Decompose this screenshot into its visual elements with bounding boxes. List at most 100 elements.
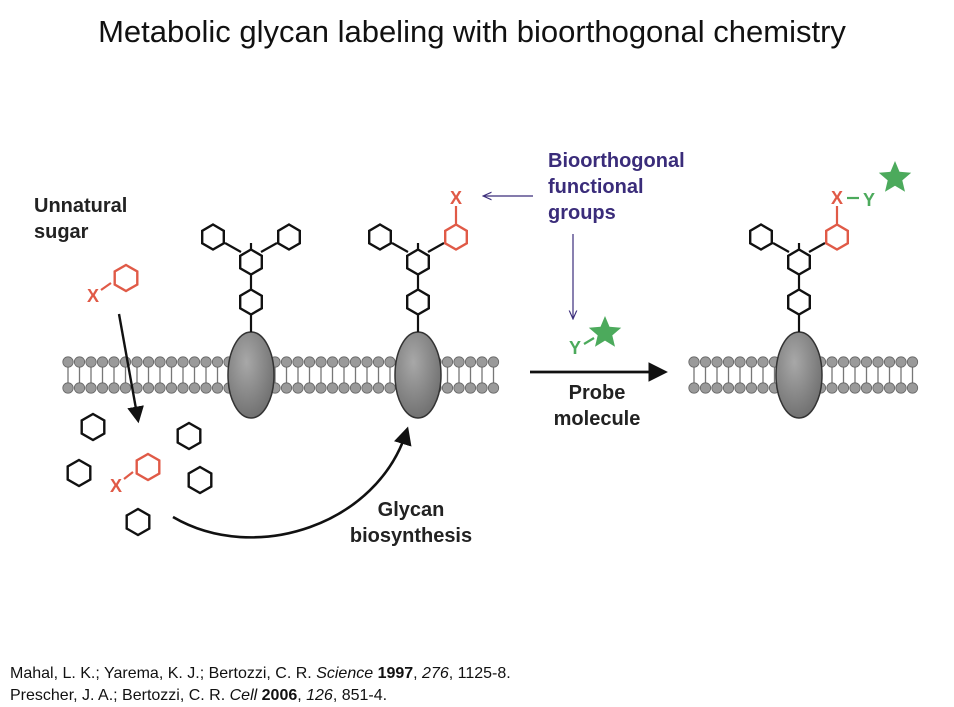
x-marker: X: [110, 476, 122, 496]
lipid-head: [826, 382, 838, 394]
lipid-head: [165, 382, 178, 394]
lipid-head: [372, 356, 385, 368]
lipid-head: [734, 356, 746, 368]
bond-line: [772, 242, 790, 253]
lipid-head: [177, 356, 189, 368]
free-sugar-hexagon: [187, 465, 213, 495]
sugar-hexagon: [787, 288, 811, 316]
lipid-head: [895, 356, 907, 368]
glycan-tree: [200, 223, 301, 332]
lipid-head: [837, 382, 850, 394]
lipid-head: [464, 356, 477, 368]
free-sugar-hexagon: [66, 458, 92, 488]
lipid-head: [453, 382, 465, 394]
lipid-head: [292, 382, 304, 394]
lipid-head: [315, 356, 327, 368]
lipid-head: [860, 356, 873, 368]
lipid-head: [142, 356, 155, 368]
unnatural-sugar-hexagon: [135, 452, 161, 482]
process-arrows: [117, 196, 668, 539]
sugar-hexagon: [277, 223, 301, 251]
y-marker: Y: [863, 190, 875, 210]
lipid-head: [688, 356, 700, 368]
lipid-head: [688, 382, 700, 394]
lipid-head: [384, 382, 396, 394]
lipid-head: [826, 356, 838, 368]
lipid-head: [860, 382, 873, 394]
lipid-head: [699, 356, 712, 368]
unnatural-sugar-hexagon: [444, 223, 468, 251]
lipid-head: [711, 356, 723, 368]
lipid-head: [487, 356, 500, 368]
biosynthesis-arrow: [172, 426, 412, 539]
lipid-head: [361, 356, 373, 368]
lipid-head: [372, 382, 385, 394]
membrane-protein: [394, 331, 442, 419]
lipid-head: [200, 382, 212, 394]
free-sugar-hexagon: [80, 412, 106, 442]
references: Mahal, L. K.; Yarema, K. J.; Bertozzi, C…: [10, 663, 511, 707]
lipid-head: [85, 382, 97, 394]
lipid-head: [326, 356, 339, 368]
sugar-hexagon: [787, 248, 811, 276]
lipid-head: [177, 382, 189, 394]
bond-line: [808, 242, 826, 253]
sugar-hexagon: [238, 288, 263, 316]
probe-star: [588, 316, 622, 347]
lipid-head: [108, 382, 120, 394]
lipid-head: [745, 356, 758, 368]
x-marker: X: [450, 188, 462, 208]
lipid-head: [292, 356, 304, 368]
bond-line: [260, 242, 278, 253]
reference-2: Prescher, J. A.; Bertozzi, C. R. Cell 20…: [10, 687, 388, 704]
sugar-hexagon: [406, 288, 430, 316]
lipid-head: [384, 356, 396, 368]
lipid-head: [872, 382, 884, 394]
lipid-head: [131, 356, 143, 368]
lipid-head: [441, 382, 454, 394]
glycan-tree: [368, 223, 468, 332]
glycan-biosynthesis-label: Glycan biosynthesis: [349, 499, 473, 547]
probe-y-marker: Y: [569, 338, 581, 358]
lipid-head: [211, 356, 224, 368]
lipid-head: [849, 356, 861, 368]
membrane-proteins: [227, 331, 823, 419]
sugar-hexagon: [368, 223, 392, 251]
lipid-head: [96, 356, 109, 368]
lipid-head: [280, 382, 293, 394]
lipid-head: [349, 382, 362, 394]
lipid-head: [906, 382, 919, 394]
lipid-head: [211, 382, 224, 394]
lipid-head: [142, 382, 155, 394]
sugar-hexagon: [406, 248, 430, 276]
bond-line: [224, 242, 242, 253]
lipid-head: [154, 356, 166, 368]
lipid-head: [165, 356, 178, 368]
glycan-trees: [200, 223, 849, 332]
sugar-hexagon: [238, 248, 263, 276]
lipid-head: [280, 356, 293, 368]
free-sugar-hexagon: [176, 421, 202, 451]
bioorthogonal-groups-label: Bioorthogonal functional groups: [548, 150, 685, 224]
reference-1: Mahal, L. K.; Yarema, K. J.; Bertozzi, C…: [10, 665, 511, 682]
x-bond: [100, 282, 112, 291]
unnatural-sugar-hexagon: [113, 263, 139, 293]
membrane-protein: [227, 331, 275, 419]
lipid-head: [361, 382, 373, 394]
lipid-head: [757, 382, 769, 394]
lipid-head: [62, 356, 74, 368]
lipid-head: [883, 382, 896, 394]
lipid-head: [722, 356, 735, 368]
lipid-head: [119, 382, 132, 394]
lipid-head: [453, 356, 465, 368]
sugar-hexagon: [749, 223, 773, 251]
lipid-head: [476, 382, 488, 394]
lipid-head: [487, 382, 500, 394]
lipid-head: [476, 356, 488, 368]
probe-bond: [583, 337, 595, 345]
lipid-head: [734, 382, 746, 394]
membrane-protein: [775, 331, 823, 419]
lipid-head: [154, 382, 166, 394]
